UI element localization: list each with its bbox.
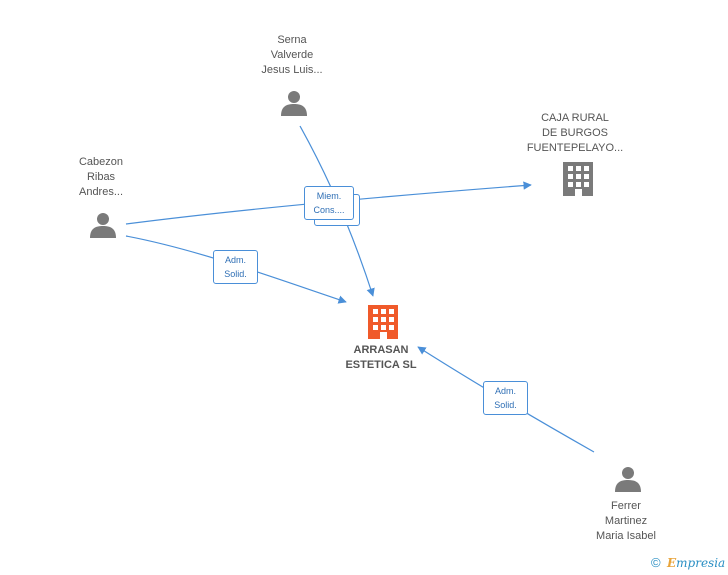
- center-company-label[interactable]: ARRASAN ESTETICA SL: [316, 343, 446, 373]
- node-label-line: Ferrer: [611, 500, 641, 512]
- edge-label-line: Miem.: [316, 191, 342, 201]
- copyright-icon: ©: [651, 555, 661, 570]
- edge-label-line: Cons....: [313, 205, 345, 215]
- node-label-line: Maria Isabel: [596, 530, 656, 542]
- edge-label-adm-solid-left[interactable]: Adm. Solid.: [213, 250, 258, 284]
- node-label-line: DE BURGOS: [541, 127, 608, 139]
- node-label-caja[interactable]: CAJA RURAL DE BURGOS FUENTEPELAYO...: [510, 111, 640, 156]
- empresia-logo[interactable]: Empresia: [667, 556, 725, 570]
- node-label-line: Serna: [277, 34, 307, 46]
- edge-label-adm-solid-right[interactable]: Adm. Solid.: [483, 381, 528, 415]
- edge-label-line: Adm.: [224, 255, 246, 265]
- node-label-line: Valverde: [270, 49, 314, 61]
- node-label-line: Martinez: [604, 515, 648, 527]
- edge-label-line: Adm.: [494, 386, 516, 396]
- building-icon-arrasan[interactable]: [368, 305, 398, 339]
- node-label-line: FUENTEPELAYO...: [526, 142, 624, 154]
- person-icon-ferrer[interactable]: [615, 467, 641, 492]
- brand-rest: mpresia: [676, 556, 726, 570]
- node-label-ferrer[interactable]: Ferrer Martinez Maria Isabel: [561, 499, 691, 544]
- edge-label-miem-cons[interactable]: Miem. Cons....: [304, 186, 354, 220]
- node-label-line: Cabezon: [78, 156, 124, 168]
- node-label-serna[interactable]: Serna Valverde Jesus Luis...: [227, 33, 357, 78]
- building-icon-caja[interactable]: [563, 162, 593, 196]
- center-label-line: ARRASAN: [353, 344, 409, 356]
- node-label-line: CAJA RURAL: [541, 112, 609, 124]
- edge-label-line: Solid.: [494, 400, 517, 410]
- edge-label-line: Solid.: [224, 269, 247, 279]
- node-label-line: Ribas: [86, 171, 116, 183]
- node-label-line: Jesus Luis...: [261, 64, 323, 76]
- node-label-cabezon[interactable]: Cabezon Ribas Andres...: [36, 155, 166, 200]
- center-label-line: ESTETICA SL: [345, 359, 417, 371]
- person-icon-serna[interactable]: [281, 91, 307, 116]
- brand-initial: E: [667, 556, 677, 570]
- person-icon-cabezon[interactable]: [90, 213, 116, 238]
- node-label-line: Andres...: [78, 186, 124, 198]
